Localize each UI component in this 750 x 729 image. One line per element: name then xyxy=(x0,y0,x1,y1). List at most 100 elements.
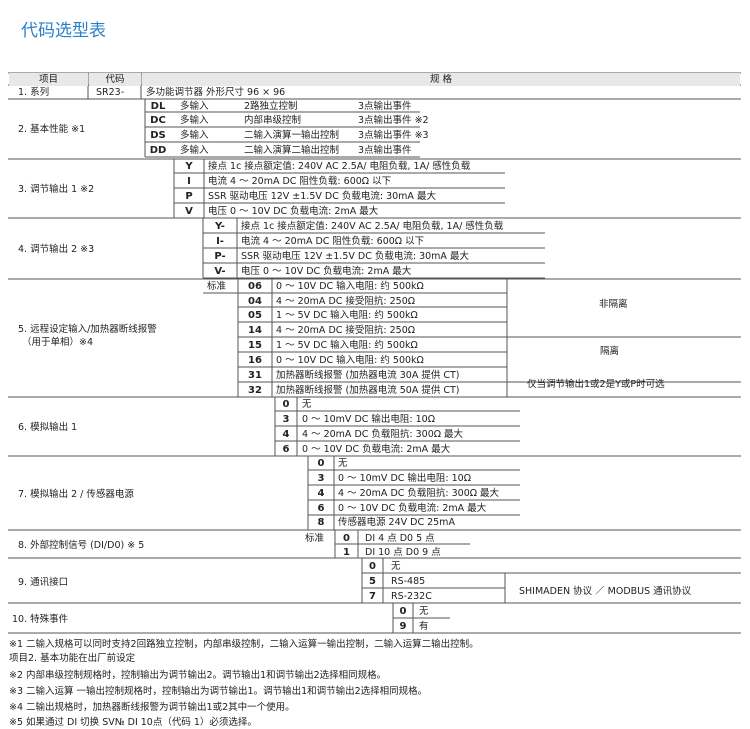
ana2-text: 无 xyxy=(338,458,348,469)
ext-standard-label: 标准 xyxy=(305,533,325,544)
footnote: ※2 内部串级控制规格时，控制输出为调节输出2。调节输出1和调节输出2选择相同规… xyxy=(9,670,387,681)
ext-text: DI 10 点 D0 9 点 xyxy=(365,547,441,558)
out1-code: V xyxy=(185,206,193,217)
remote-item-sub: （用于单相）※4 xyxy=(22,337,94,348)
special-code: 9 xyxy=(399,621,407,632)
remote-code: 04 xyxy=(248,296,262,307)
remote-standard-label: 标准 xyxy=(207,281,227,292)
comm-text: RS-232C xyxy=(391,591,432,602)
ana2-item: 7. 模拟输出 2 / 传感器电源 xyxy=(18,489,134,500)
ana1-code: 6 xyxy=(282,444,290,455)
remote-non-isolated: 非隔离 xyxy=(599,299,628,310)
special-text: 无 xyxy=(419,606,429,617)
footnote: 项目2. 基本功能在出厂前设定 xyxy=(9,653,136,664)
header-code: 代码 xyxy=(89,73,141,86)
ext-text: DI 4 点 D0 5 点 xyxy=(365,533,435,544)
basic-c3: 3点输出事件 ※2 xyxy=(358,115,429,126)
remote-code: 14 xyxy=(248,325,262,336)
remote-code: 16 xyxy=(248,355,262,366)
basic-code: DS xyxy=(150,130,166,141)
comm-code: 0 xyxy=(369,561,376,572)
basic-c3: 3点输出事件 ※3 xyxy=(358,130,429,141)
out1-text: 电压 0 ～ 10V DC 负载电流: 2mA 最大 xyxy=(208,206,379,217)
ana2-text: 0 ～ 10mV DC 输出电阻: 10Ω xyxy=(338,473,471,484)
ext-item: 8. 外部控制信号 (DI/D0) ※ 5 xyxy=(18,540,145,551)
out2-text: 电压 0 ～ 10V DC 负载电流: 2mA 最大 xyxy=(241,266,412,277)
series-code: SR23- xyxy=(96,87,125,98)
ext-code: 1 xyxy=(343,547,350,558)
remote-text: 4 ～ 20mA DC 接受阻抗: 250Ω xyxy=(276,296,416,307)
header-spec: 规 格 xyxy=(142,73,740,86)
special-code: 0 xyxy=(399,606,407,617)
remote-text: 0 ～ 10V DC 输入电阻: 约 500kΩ xyxy=(276,281,424,292)
remote-code: 31 xyxy=(248,370,262,381)
series-desc: 多功能调节器 外形尺寸 96 × 96 xyxy=(146,87,286,98)
basic-c2: 内部串级控制 xyxy=(244,115,302,126)
basic-c2: 二输入演算一输出控制 xyxy=(244,130,340,141)
out1-code: I xyxy=(187,176,191,187)
remote-text: 加热器断线报警 (加热器电流 50A 提供 CT) xyxy=(276,385,460,396)
series-item: 1. 系列 xyxy=(18,87,50,98)
ext-code: 0 xyxy=(343,533,350,544)
out2-code: P- xyxy=(214,251,226,262)
out1-code: Y xyxy=(185,161,193,172)
remote-text: 0 ～ 10V DC 输入电阻: 约 500kΩ xyxy=(276,355,424,366)
remote-code: 06 xyxy=(248,281,262,292)
remote-text: 4 ～ 20mA DC 接受阻抗: 250Ω xyxy=(276,325,416,336)
ana2-text: 4 ～ 20mA DC 负载阻抗: 300Ω 最大 xyxy=(338,488,500,499)
basic-code: DD xyxy=(149,145,167,156)
remote-code: 15 xyxy=(248,340,262,351)
ana2-code: 0 xyxy=(317,458,325,469)
remote-text: 1 ～ 5V DC 输入电阻: 约 500kΩ xyxy=(276,310,418,321)
out1-text: 接点 1c 接点额定值: 240V AC 2.5A/ 电阻负载, 1A/ 感性负… xyxy=(208,161,471,172)
footnote: ※5 如果通过 DI 切换 SV№ DI 10点（代码 1）必须选择。 xyxy=(9,717,257,728)
ana1-text: 无 xyxy=(302,399,312,410)
basic-code: DC xyxy=(150,115,166,126)
ana1-code: 4 xyxy=(282,429,290,440)
ana2-code: 4 xyxy=(317,488,325,499)
out2-code: Y- xyxy=(215,221,225,232)
out2-code: V- xyxy=(214,266,226,277)
footnote: ※4 二输出规格时，加热器断线报警为调节输出1或2其中一个使用。 xyxy=(9,702,295,713)
header-item: 项目 xyxy=(9,73,88,86)
remote-item: 5. 远程设定输入/加热器断线报警 xyxy=(18,324,157,335)
remote-text: 加热器断线报警 (加热器电流 30A 提供 CT) xyxy=(276,370,460,381)
basic-c3: 3点输出事件 xyxy=(358,101,412,112)
basic-c1: 多输入 xyxy=(180,130,209,141)
remote-code: 32 xyxy=(248,385,262,396)
out1-text: 电流 4 ～ 20mA DC 阻性负载: 600Ω 以下 xyxy=(208,176,392,187)
ana2-text: 传感器电源 24V DC 25mA xyxy=(338,517,455,528)
ana1-code: 0 xyxy=(282,399,290,410)
remote-text: 1 ～ 5V DC 输入电阻: 约 500kΩ xyxy=(276,340,418,351)
ana1-text: 0 ～ 10mV DC 输出电阻: 10Ω xyxy=(302,414,435,425)
footnote: ※3 二输入运算 一输出控制规格时，控制输出为调节输出1。调节输出1和调节输出2… xyxy=(9,686,428,697)
basic-c1: 多输入 xyxy=(180,101,209,112)
basic-c2: 二输入演算二输出控制 xyxy=(244,145,340,156)
basic-code: DL xyxy=(150,101,166,112)
out1-item: 3. 调节输出 1 ※2 xyxy=(18,184,95,195)
special-item: 10. 特殊事件 xyxy=(12,614,69,625)
out1-text: SSR 驱动电压 12V ±1.5V DC 负载电流: 30mA 最大 xyxy=(208,191,436,202)
out1-code: P xyxy=(185,191,193,202)
basic-item: 2. 基本性能 ※1 xyxy=(18,124,86,135)
basic-c3: 3点输出事件 xyxy=(358,145,412,156)
ana1-item: 6. 模拟输出 1 xyxy=(18,422,78,433)
out2-text: SSR 驱动电压 12V ±1.5V DC 负载电流: 30mA 最大 xyxy=(241,251,469,262)
special-text: 有 xyxy=(419,621,429,632)
ana2-text: 0 ～ 10V DC 负载电流: 2mA 最大 xyxy=(338,503,487,514)
ana2-code: 6 xyxy=(317,503,325,514)
out2-text: 接点 1c 接点额定值: 240V AC 2.5A/ 电阻负载, 1A/ 感性负… xyxy=(241,221,504,232)
comm-protocol: SHIMADEN 协议 ／ MODBUS 通讯协议 xyxy=(519,586,692,597)
basic-c1: 多输入 xyxy=(180,145,209,156)
ana1-text: 4 ～ 20mA DC 负载阻抗: 300Ω 最大 xyxy=(302,429,464,440)
comm-code: 5 xyxy=(369,576,376,587)
out2-code: I- xyxy=(216,236,224,247)
basic-c1: 多输入 xyxy=(180,115,209,126)
remote-code: 05 xyxy=(248,310,262,321)
basic-c2: 2路独立控制 xyxy=(244,101,298,112)
comm-text: RS-485 xyxy=(391,576,426,587)
remote-isolated: 隔离 xyxy=(600,346,620,357)
ana1-text: 0 ～ 10V DC 负载电流: 2mA 最大 xyxy=(302,444,451,455)
ana2-code: 8 xyxy=(317,517,325,528)
